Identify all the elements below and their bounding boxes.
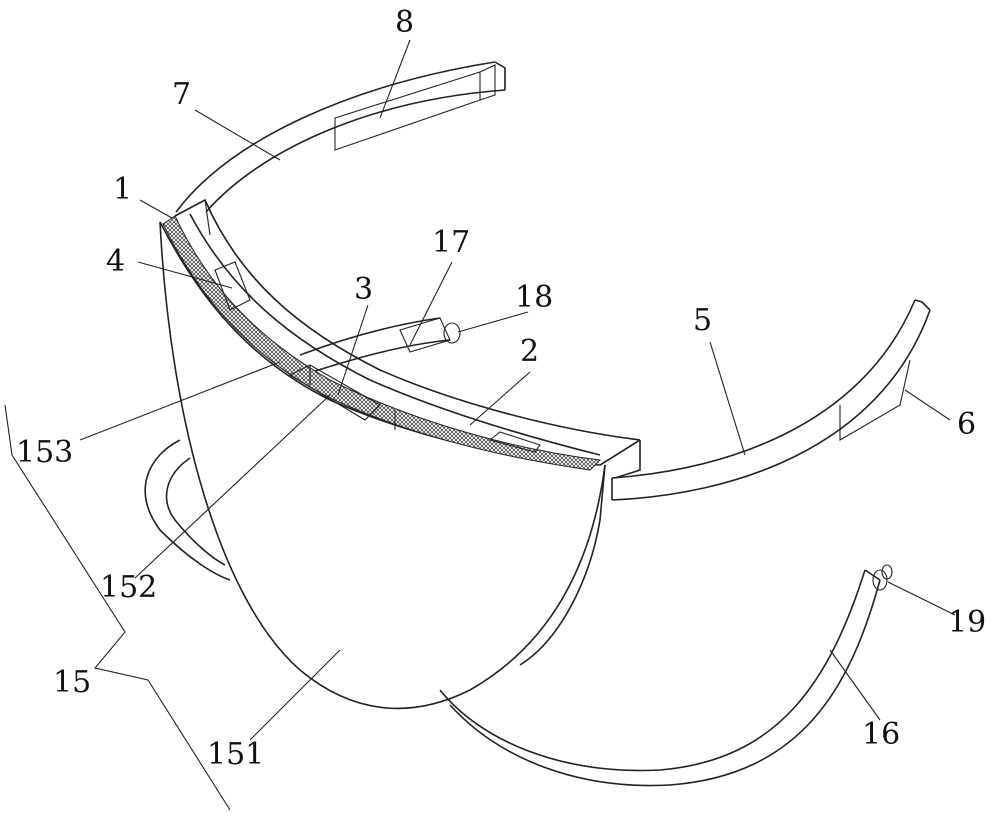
label-15: 15 <box>53 665 92 700</box>
label-17: 17 <box>432 225 471 260</box>
right-strap-5 <box>611 299 931 501</box>
label-153: 153 <box>16 435 74 470</box>
label-3: 3 <box>354 272 374 307</box>
label-152: 152 <box>100 570 158 605</box>
lower-strap-16 <box>144 439 893 787</box>
label-6: 6 <box>957 407 977 442</box>
label-7: 7 <box>172 77 192 112</box>
upper-strap-7 <box>175 61 506 213</box>
filter-layer <box>162 215 602 471</box>
label-5: 5 <box>693 303 713 338</box>
rear-strap-17 <box>299 317 461 373</box>
label-19: 19 <box>948 605 987 640</box>
label-16: 16 <box>862 717 901 752</box>
leader-lines <box>4 39 956 811</box>
buckle-19 <box>872 569 888 591</box>
label-1: 1 <box>113 172 133 207</box>
frame-2 <box>174 198 641 456</box>
buckle-18 <box>443 322 461 344</box>
label-151: 151 <box>207 737 265 772</box>
label-8: 8 <box>395 5 415 40</box>
label-4: 4 <box>106 244 126 279</box>
label-18: 18 <box>515 280 554 315</box>
label-2: 2 <box>520 334 540 369</box>
